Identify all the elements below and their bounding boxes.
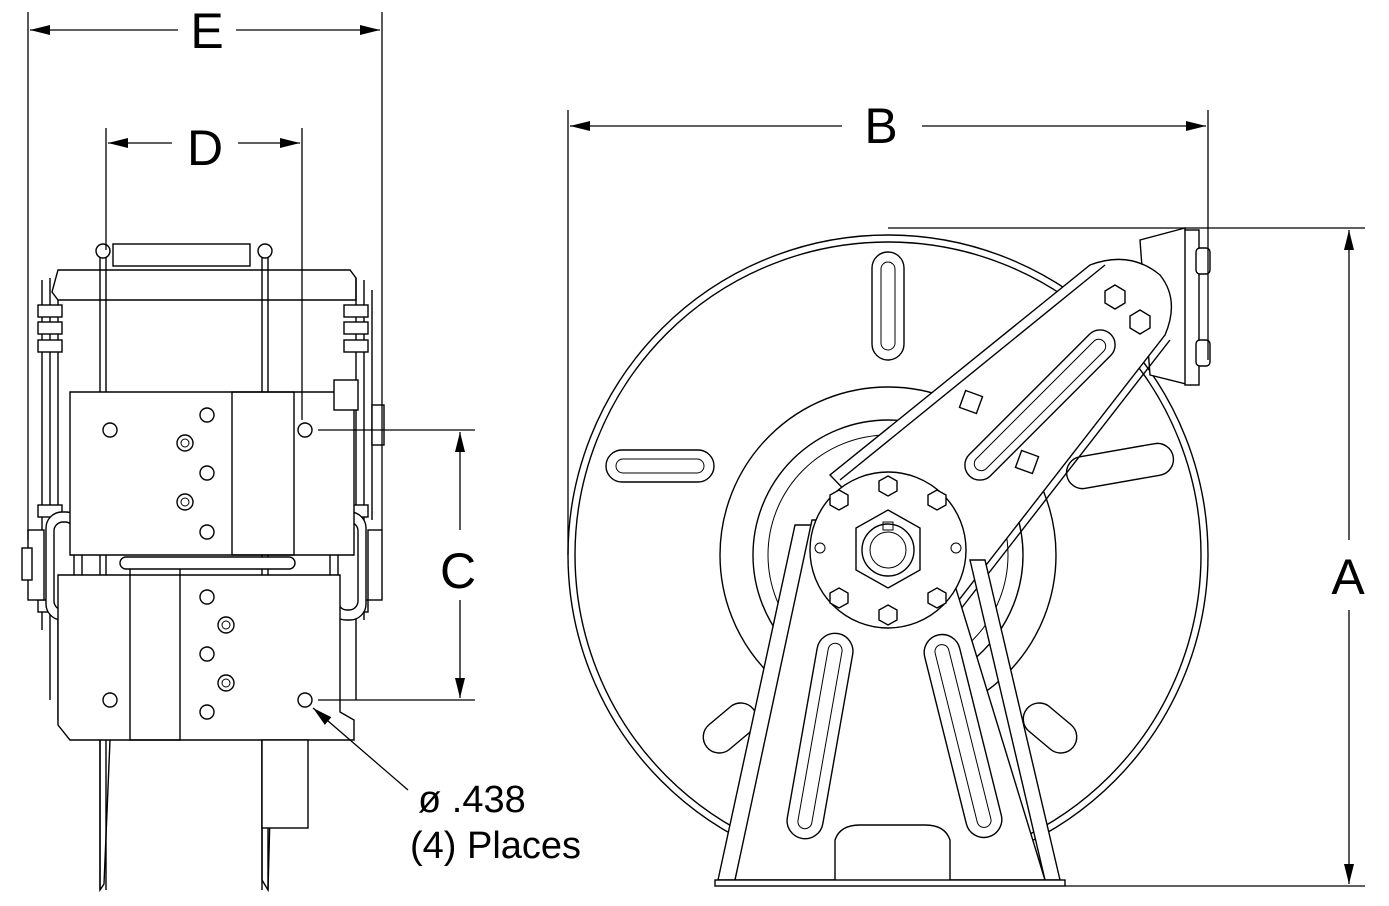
dimension-e-label: E <box>190 3 223 59</box>
dimension-d-label: D <box>187 120 223 176</box>
flange-slots <box>605 251 1175 754</box>
mounting-hole <box>102 692 118 708</box>
stand-frame <box>714 519 1066 887</box>
dimension-a-label: A <box>1331 549 1365 605</box>
dimension-b: B <box>567 98 1209 555</box>
mounting-hole <box>297 422 313 438</box>
side-view <box>21 243 385 893</box>
mounting-hole <box>102 422 118 438</box>
front-view <box>567 227 1211 887</box>
hole-places-label: (4) Places <box>410 825 581 867</box>
dimension-b-label: B <box>864 98 897 154</box>
hole-callout: ø .438 (4) Places <box>312 707 581 867</box>
hole-diameter-label: ø .438 <box>418 779 526 821</box>
dimension-c-label: C <box>440 543 476 599</box>
hub <box>809 471 967 629</box>
dimension-a: A <box>888 227 1365 887</box>
dimension-c: C <box>318 429 476 701</box>
dimension-d: D <box>105 120 303 420</box>
mounting-hole <box>297 692 313 708</box>
dimension-e: E <box>27 3 383 540</box>
